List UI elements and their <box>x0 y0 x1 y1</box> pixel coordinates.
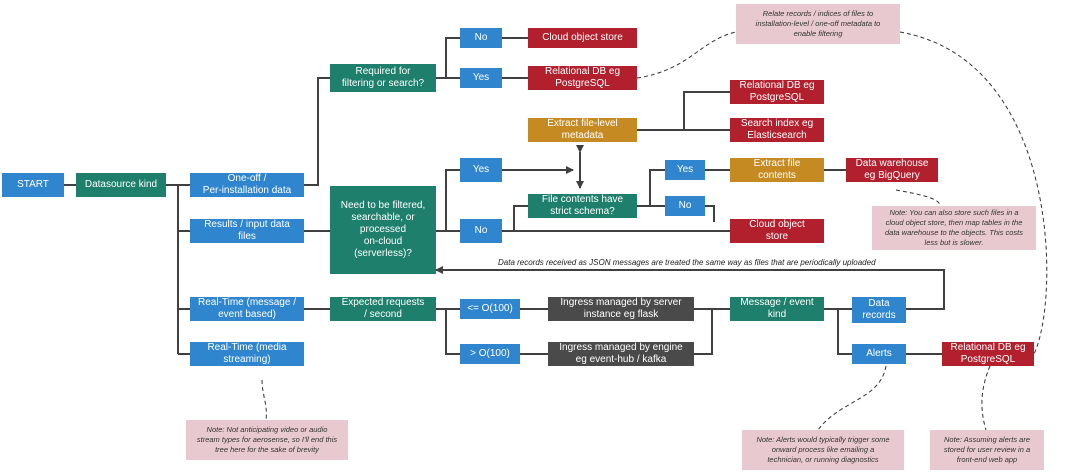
warehouse-note: Note: You can also store such files in a… <box>872 206 1036 250</box>
alerts-node: Alerts <box>852 344 906 364</box>
extract-metadata-node: Extract file-level metadata <box>528 118 637 142</box>
json-messages-caption: Data records received as JSON messages a… <box>498 258 876 267</box>
relate-records-note: Relate records / indices of files to ins… <box>736 4 900 44</box>
media-note: Note: Not anticipating video or audio st… <box>186 420 348 460</box>
no-node-2: No <box>460 219 502 243</box>
search-index-node: Search index eg Elasticsearch <box>730 118 824 142</box>
relational-db-node-3: Relational DB eg PostgreSQL <box>942 342 1034 366</box>
yes-node-2: Yes <box>460 158 502 182</box>
realtime-message-node: Real-Time (message / event based) <box>190 297 304 321</box>
le-o100-node: <= O(100) <box>460 299 520 319</box>
need-filtered-node: Need to be filtered, searchable, or proc… <box>330 186 436 274</box>
datasource-kind-node: Datasource kind <box>76 173 166 197</box>
results-files-node: Results / input data files <box>190 219 304 243</box>
data-warehouse-node: Data warehouse eg BigQuery <box>846 158 938 182</box>
message-event-kind-node: Message / event kind <box>730 297 824 321</box>
expected-requests-node: Expected requests / second <box>330 297 436 321</box>
ingress-server-node: Ingress managed by server instance eg fl… <box>548 297 694 321</box>
cloud-object-store-node-1: Cloud object store <box>528 28 637 48</box>
relational-db-node-2: Relational DB eg PostgreSQL <box>730 80 824 104</box>
relational-db-node-1: Relational DB eg PostgreSQL <box>528 66 637 90</box>
yes-node-1: Yes <box>460 68 502 88</box>
review-note: Note: Assuming alerts are stored for use… <box>930 430 1044 470</box>
data-records-node: Data records <box>852 297 906 323</box>
extract-contents-node: Extract file contents <box>730 158 824 182</box>
one-off-data-node: One-off / Per-installation data <box>190 173 304 197</box>
required-filtering-node: Required for filtering or search? <box>330 64 436 92</box>
no-node-3: No <box>665 196 705 216</box>
ingress-engine-node: Ingress managed by engine eg event-hub /… <box>548 342 694 366</box>
gt-o100-node: > O(100) <box>460 344 520 364</box>
alerts-note: Note: Alerts would typically trigger som… <box>742 430 904 470</box>
yes-node-3: Yes <box>665 160 705 180</box>
start-node: START <box>2 173 64 197</box>
no-node-1: No <box>460 28 502 48</box>
cloud-object-store-node-2: Cloud object store <box>730 219 824 243</box>
file-contents-schema-node: File contents have strict schema? <box>528 194 637 218</box>
realtime-media-node: Real-Time (media streaming) <box>190 342 304 366</box>
